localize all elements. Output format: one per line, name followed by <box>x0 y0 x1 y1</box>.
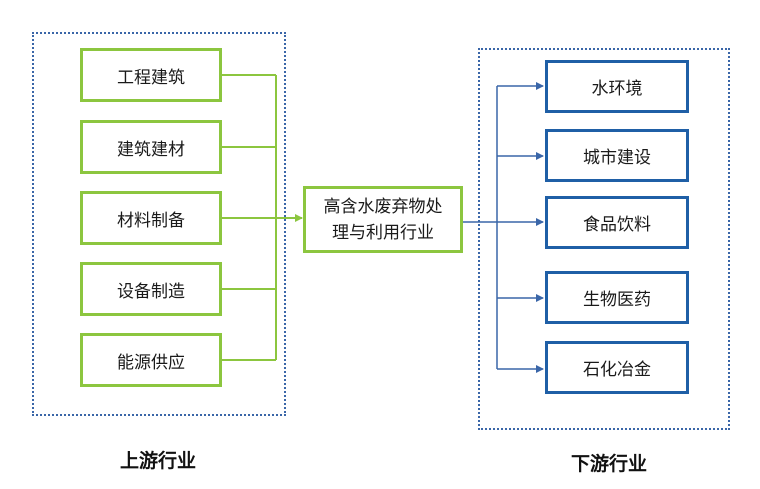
upstream-node-material-preparation: 材料制备 <box>80 191 222 245</box>
downstream-region <box>478 48 730 430</box>
upstream-region <box>32 32 286 416</box>
upstream-node-engineering-construction: 工程建筑 <box>80 48 222 102</box>
center-node-waste-treatment-industry: 高含水废弃物处 理与利用行业 <box>303 186 463 253</box>
upstream-label: 上游行业 <box>119 450 196 472</box>
center-node-line-2: 理与利用行业 <box>332 222 434 243</box>
upstream-node-building-materials: 建筑建材 <box>80 120 222 174</box>
downstream-node-urban-construction: 城市建设 <box>545 129 689 182</box>
center-node-line-1: 高含水废弃物处 <box>323 196 443 217</box>
downstream-label: 下游行业 <box>570 453 647 475</box>
upstream-node-energy-supply: 能源供应 <box>80 333 222 387</box>
downstream-node-food-beverage: 食品饮料 <box>545 196 689 249</box>
downstream-node-water-environment: 水环境 <box>545 60 689 113</box>
downstream-node-biomedicine: 生物医药 <box>545 271 689 324</box>
downstream-node-petrochemical-metallurgy: 石化冶金 <box>545 341 689 394</box>
upstream-node-equipment-manufacturing: 设备制造 <box>80 262 222 316</box>
